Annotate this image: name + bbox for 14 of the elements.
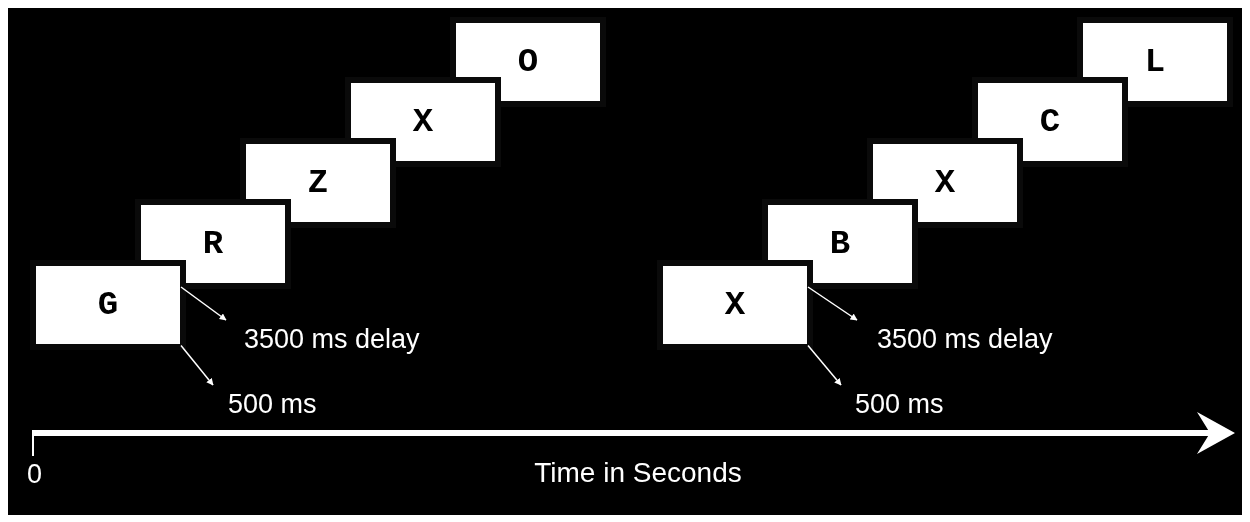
stimulus-card: X [345,77,501,167]
duration-label: 3500 ms delay [857,320,1053,354]
duration-label: 500 ms [841,385,944,419]
stimulus-card: R [135,199,291,289]
stimulus-card: Z [240,138,396,228]
stimulus-card: X [657,260,813,350]
axis-title: Time in Seconds [533,456,743,490]
stimulus-card: C [972,77,1128,167]
stimulus-card: B [762,199,918,289]
axis-origin-label: 0 [27,458,43,490]
duration-label: 500 ms [213,385,317,419]
stimulus-card: X [867,138,1023,228]
duration-label: 3500 ms delay [226,320,420,354]
stimulus-card: G [30,260,186,350]
